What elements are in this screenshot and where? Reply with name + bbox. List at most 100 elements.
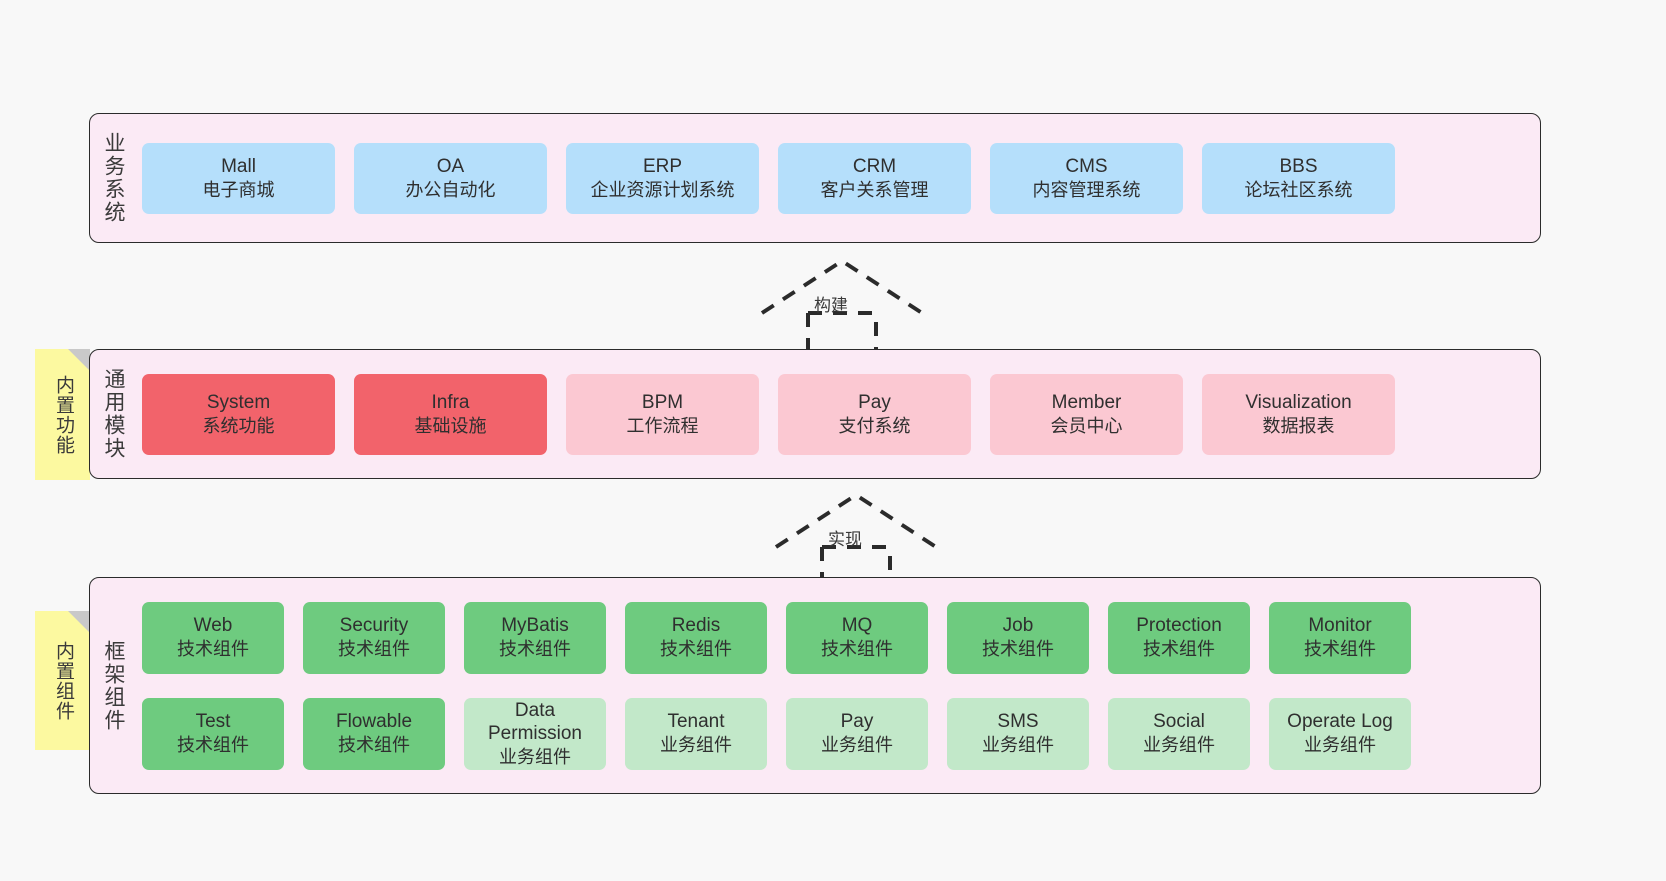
- component-name: Security: [339, 615, 409, 637]
- component-card-security[interactable]: Security 技术组件: [303, 601, 445, 674]
- layer-framework-component: 框架组件 Web 技术组件 Security 技术组件 MyBatis 技术组件…: [89, 577, 1541, 794]
- component-name: MyBatis: [501, 615, 569, 637]
- component-card-job[interactable]: Job 技术组件: [947, 601, 1089, 674]
- component-name: Monitor: [1308, 615, 1372, 637]
- module-card-crm[interactable]: CRM 客户关系管理: [778, 142, 971, 214]
- module-desc: 基础设施: [414, 415, 487, 436]
- component-card-web[interactable]: Web 技术组件: [142, 601, 284, 674]
- layer-title-common: 通用模块: [102, 368, 126, 460]
- module-name: CRM: [852, 155, 897, 177]
- component-card-sms[interactable]: SMS 业务组件: [947, 697, 1089, 770]
- component-name: Data Permission: [488, 699, 582, 745]
- layer-body-framework: Web 技术组件 Security 技术组件 MyBatis 技术组件 Redi…: [136, 578, 1540, 793]
- module-name: Mall: [221, 155, 256, 177]
- module-card-pay[interactable]: Pay 支付系统: [778, 373, 971, 455]
- module-card-visualization[interactable]: Visualization 数据报表: [1202, 373, 1395, 455]
- component-name: SMS: [997, 711, 1039, 733]
- module-desc: 数据报表: [1262, 415, 1335, 436]
- component-card-pay[interactable]: Pay 业务组件: [786, 697, 928, 770]
- module-card-mall[interactable]: Mall 电子商城: [142, 142, 335, 214]
- component-name: Tenant: [667, 711, 725, 733]
- component-card-test[interactable]: Test 技术组件: [142, 697, 284, 770]
- module-desc: 电子商城: [202, 179, 275, 200]
- layer-row: Web 技术组件 Security 技术组件 MyBatis 技术组件 Redi…: [142, 601, 1526, 674]
- layer-row: Test 技术组件 Flowable 技术组件 Data Permission …: [142, 697, 1526, 770]
- module-card-infra[interactable]: Infra 基础设施: [354, 373, 547, 455]
- module-name: System: [206, 391, 271, 413]
- component-card-redis[interactable]: Redis 技术组件: [625, 601, 767, 674]
- layer-title-business: 业务系统: [102, 132, 126, 224]
- module-name: CMS: [1065, 155, 1108, 177]
- component-name: Job: [1002, 615, 1034, 637]
- component-card-mybatis[interactable]: MyBatis 技术组件: [464, 601, 606, 674]
- module-desc: 会员中心: [1050, 415, 1123, 436]
- layer-common-module: 通用模块 System 系统功能 Infra 基础设施 BPM 工作流程 Pay…: [89, 349, 1541, 479]
- module-name: Visualization: [1245, 391, 1352, 413]
- layer-business-system: 业务系统 Mall 电子商城 OA 办公自动化 ERP 企业资源计划系统 CRM…: [89, 113, 1541, 243]
- component-name: MQ: [841, 615, 873, 637]
- module-desc: 企业资源计划系统: [590, 179, 735, 200]
- sticky-note-builtin-function: 内置功能: [35, 349, 90, 480]
- component-desc: 技术组件: [660, 639, 732, 660]
- module-card-system[interactable]: System 系统功能: [142, 373, 335, 455]
- module-desc: 办公自动化: [405, 179, 496, 200]
- module-desc: 内容管理系统: [1032, 179, 1141, 200]
- module-card-cms[interactable]: CMS 内容管理系统: [990, 142, 1183, 214]
- component-card-mq[interactable]: MQ 技术组件: [786, 601, 928, 674]
- component-desc: 业务组件: [821, 735, 893, 756]
- module-desc: 客户关系管理: [820, 179, 929, 200]
- component-desc: 技术组件: [177, 735, 249, 756]
- component-name: Flowable: [335, 711, 413, 733]
- component-desc: 技术组件: [1304, 639, 1376, 660]
- component-desc: 技术组件: [982, 639, 1054, 660]
- module-name: BPM: [641, 391, 684, 413]
- component-desc: 业务组件: [660, 735, 732, 756]
- component-name: Protection: [1136, 615, 1222, 637]
- component-name: Social: [1153, 711, 1205, 733]
- layer-body-common: System 系统功能 Infra 基础设施 BPM 工作流程 Pay 支付系统…: [136, 350, 1540, 478]
- component-card-protection[interactable]: Protection 技术组件: [1108, 601, 1250, 674]
- module-card-bpm[interactable]: BPM 工作流程: [566, 373, 759, 455]
- module-desc: 工作流程: [626, 415, 699, 436]
- generalization-arrow-icon: [760, 258, 924, 355]
- component-desc: 技术组件: [1143, 639, 1215, 660]
- module-name: BBS: [1279, 155, 1318, 177]
- module-card-member[interactable]: Member 会员中心: [990, 373, 1183, 455]
- component-card-operate-log[interactable]: Operate Log 业务组件: [1269, 697, 1411, 770]
- module-name: ERP: [642, 155, 683, 177]
- sticky-note-builtin-component: 内置组件: [35, 611, 90, 750]
- module-card-bbs[interactable]: BBS 论坛社区系统: [1202, 142, 1395, 214]
- component-name: Test: [195, 711, 231, 733]
- module-desc: 论坛社区系统: [1244, 179, 1353, 200]
- component-name: Redis: [671, 615, 721, 637]
- layer-title-framework: 框架组件: [102, 639, 126, 732]
- component-desc: 业务组件: [499, 747, 571, 767]
- component-name: Operate Log: [1287, 711, 1393, 733]
- module-name: Pay: [858, 391, 891, 413]
- module-card-oa[interactable]: OA 办公自动化: [354, 142, 547, 214]
- component-name: Pay: [840, 711, 874, 733]
- component-card-flowable[interactable]: Flowable 技术组件: [303, 697, 445, 770]
- module-card-erp[interactable]: ERP 企业资源计划系统: [566, 142, 759, 214]
- module-name: Member: [1051, 391, 1122, 413]
- component-card-social[interactable]: Social 业务组件: [1108, 697, 1250, 770]
- component-card-data-permission[interactable]: Data Permission 业务组件: [464, 697, 606, 770]
- component-desc: 技术组件: [177, 639, 249, 660]
- layer-body-business: Mall 电子商城 OA 办公自动化 ERP 企业资源计划系统 CRM 客户关系…: [136, 114, 1540, 242]
- component-desc: 技术组件: [338, 639, 410, 660]
- generalization-arrow-icon: [774, 492, 938, 589]
- component-name: Web: [193, 615, 233, 637]
- component-card-monitor[interactable]: Monitor 技术组件: [1269, 601, 1411, 674]
- component-desc: 业务组件: [982, 735, 1054, 756]
- module-desc: 系统功能: [202, 415, 275, 436]
- component-desc: 技术组件: [499, 639, 571, 660]
- component-card-tenant[interactable]: Tenant 业务组件: [625, 697, 767, 770]
- connector-build-arrow: 构建: [752, 253, 932, 358]
- module-name: OA: [436, 155, 465, 177]
- component-desc: 技术组件: [821, 639, 893, 660]
- component-desc: 业务组件: [1143, 735, 1215, 756]
- component-desc: 技术组件: [338, 735, 410, 756]
- component-desc: 业务组件: [1304, 735, 1376, 756]
- connector-implement-arrow: 实现: [766, 487, 946, 592]
